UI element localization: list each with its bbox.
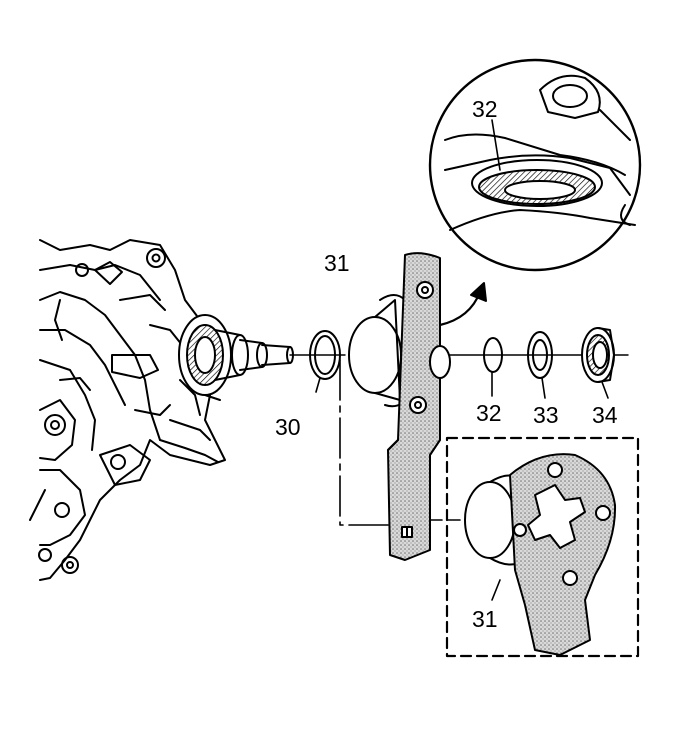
retaining-ring-30 <box>309 330 341 393</box>
bearing-detail-circle <box>428 58 642 272</box>
output-shaft <box>178 314 294 396</box>
transfer-case-housing <box>29 239 226 581</box>
callout-33: 33 <box>533 402 559 428</box>
callout-34: 34 <box>592 402 618 428</box>
needle-bearing-32 <box>483 337 503 397</box>
callout-32-detail: 32 <box>472 96 498 122</box>
callout-31-main: 31 <box>324 250 350 276</box>
flange-holder-inset <box>445 436 640 658</box>
callout-32: 32 <box>476 400 502 426</box>
seal-33 <box>527 331 553 399</box>
callout-31-inset: 31 <box>472 606 498 632</box>
callout-30: 30 <box>275 414 301 440</box>
flange-holder-inset-drawing <box>464 453 617 656</box>
detail-arrow <box>438 282 487 327</box>
deflector-34 <box>581 327 615 399</box>
flange-holder-31 <box>348 252 451 561</box>
